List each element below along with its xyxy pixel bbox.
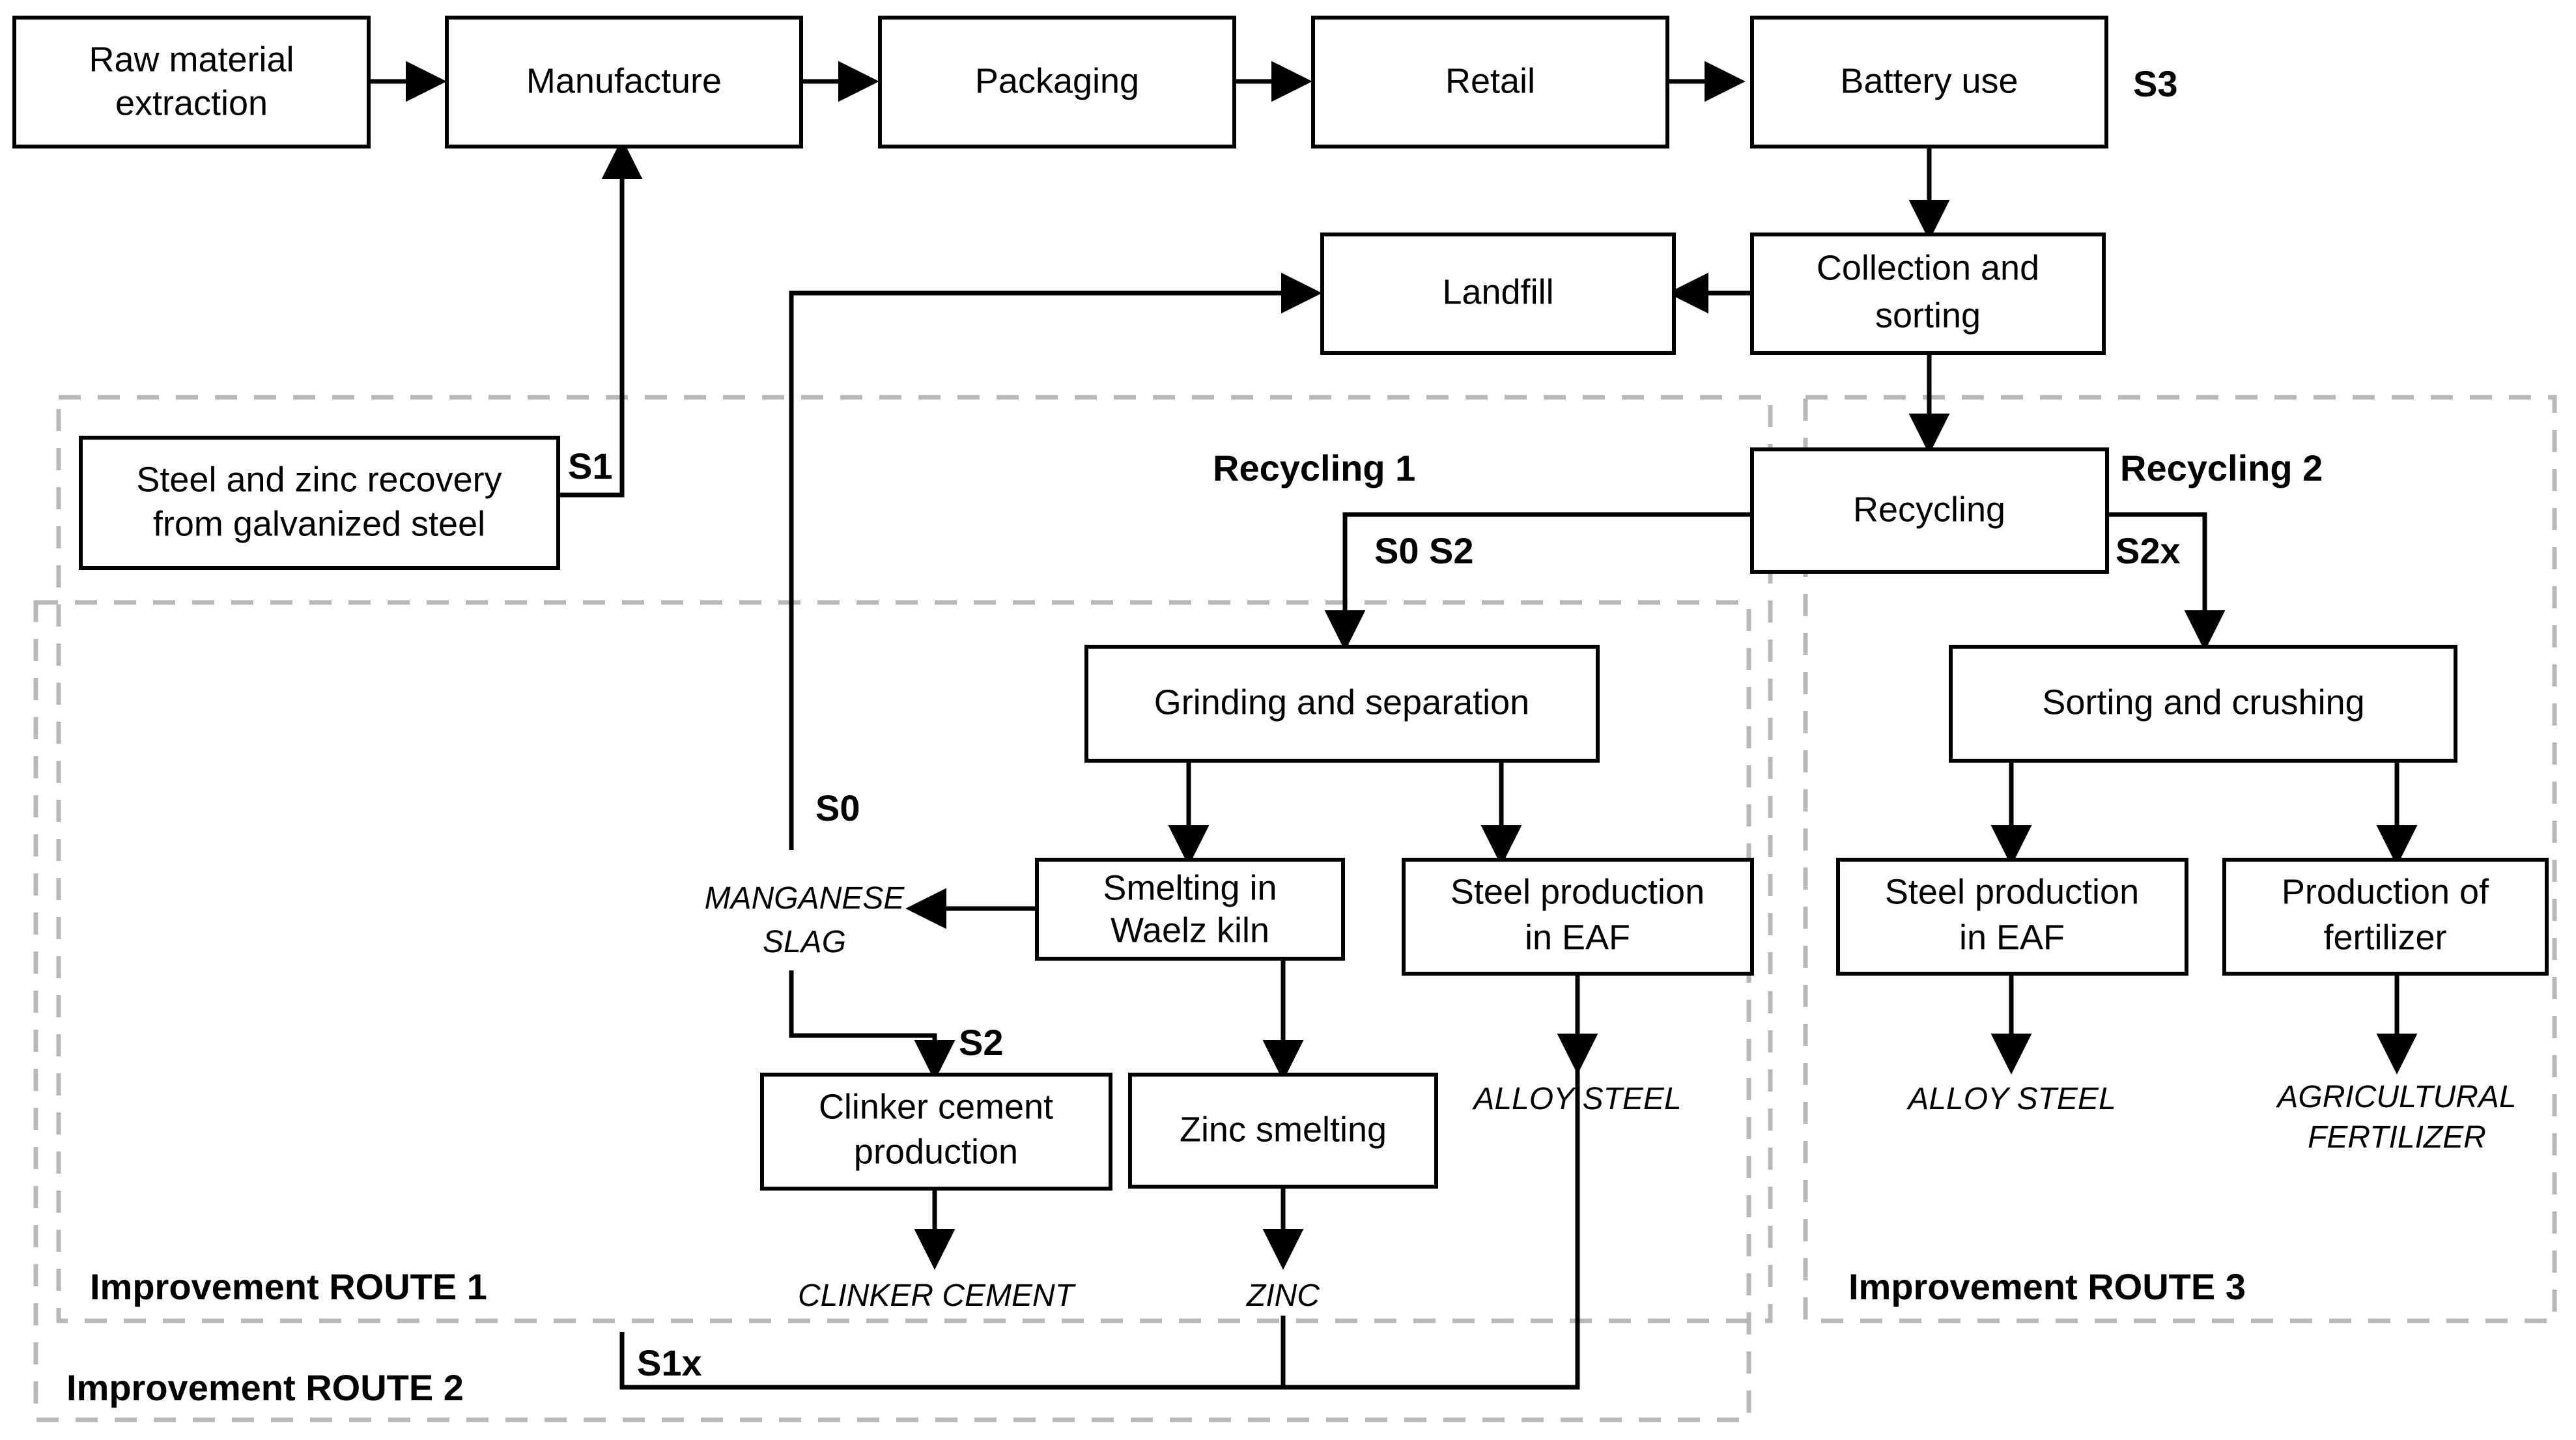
node-steel-production-in-eaf-route1[interactable]: Steel production in EAF <box>1402 858 1754 976</box>
output-manganese-slag-line2: SLAG <box>763 925 846 959</box>
node-label: Packaging <box>975 61 1139 100</box>
stream-tag-s1: S1 <box>568 445 613 487</box>
node-recycling[interactable]: Recycling <box>1750 447 2109 574</box>
node-label: Landfill <box>1442 272 1553 311</box>
node-clinker-cement-production[interactable]: Clinker cement production <box>760 1073 1112 1191</box>
node-label: Retail <box>1445 61 1535 100</box>
group-label-improvement-route-2: Improvement ROUTE 2 <box>66 1367 464 1408</box>
arrow-route-loop-to-landfill <box>789 272 1322 850</box>
node-production-of-fertilizer[interactable]: Production of fertilizer <box>2222 858 2549 976</box>
node-steel-production-in-eaf-route3[interactable]: Steel production in EAF <box>1836 858 2188 976</box>
output-clinker-cement: CLINKER CEMENT <box>798 1278 1077 1313</box>
output-manganese-slag-line1: MANGANESE <box>705 881 905 916</box>
node-label: Battery use <box>1840 61 2018 100</box>
node-label: Grinding and separation <box>1154 683 1529 722</box>
stream-tag-s3: S3 <box>2133 63 2178 104</box>
arrow-s1x-return-loop <box>619 1068 1580 1390</box>
node-label: fertilizer <box>2323 918 2446 957</box>
node-label: Raw material <box>89 40 294 79</box>
node-sorting-and-crushing[interactable]: Sorting and crushing <box>1949 645 2457 763</box>
node-label: Waelz kiln <box>1111 911 1269 950</box>
node-label: from galvanized steel <box>153 504 485 543</box>
output-alloy-steel-route3: ALLOY STEEL <box>1906 1082 2116 1116</box>
arrow-recycling-to-sorting-crushing <box>2107 512 2226 651</box>
node-label: in EAF <box>1525 918 1630 957</box>
stream-tag-s0-s2: S0 S2 <box>1374 530 1474 571</box>
node-battery-use[interactable]: Battery use <box>1750 16 2108 148</box>
node-label: Collection and <box>1817 248 2039 287</box>
group-frame-improvement-route-1 <box>56 395 1773 1323</box>
node-label: production <box>854 1132 1018 1171</box>
output-agricultural-fertilizer-line1: AGRICULTURAL <box>2275 1080 2516 1114</box>
group-label-recycling-1: Recycling 1 <box>1213 447 1415 488</box>
stream-tag-s2x: S2x <box>2116 530 2181 571</box>
stream-tag-s0: S0 <box>815 787 860 828</box>
node-retail[interactable]: Retail <box>1311 16 1669 148</box>
node-label: Clinker cement <box>819 1087 1053 1126</box>
arrow-manganese-slag-to-clinker <box>789 970 955 1081</box>
node-label: Zinc smelting <box>1180 1110 1387 1149</box>
node-label: Steel production <box>1451 872 1705 911</box>
group-label-improvement-route-3: Improvement ROUTE 3 <box>1848 1266 2246 1307</box>
node-label: Sorting and crushing <box>2042 683 2364 722</box>
node-raw-material-extraction[interactable]: Raw material extraction <box>12 16 371 148</box>
stream-tag-s1x: S1x <box>637 1342 702 1383</box>
node-smelting-in-waelz-kiln[interactable]: Smelting in Waelz kiln <box>1035 858 1345 961</box>
group-frame-improvement-route-2 <box>33 600 1751 1422</box>
node-label: in EAF <box>1959 918 2065 957</box>
node-label: sorting <box>1875 296 1981 335</box>
node-label: Steel and zinc recovery <box>136 460 502 499</box>
node-packaging[interactable]: Packaging <box>878 16 1236 148</box>
node-label: Manufacture <box>526 61 722 100</box>
node-grinding-and-separation[interactable]: Grinding and separation <box>1084 645 1600 763</box>
arrow-recycling-to-grinding <box>1324 512 1752 651</box>
node-steel-and-zinc-recovery[interactable]: Steel and zinc recovery from galvanized … <box>79 436 560 570</box>
node-label: Recycling <box>1853 490 2005 529</box>
node-label: Production of <box>2282 872 2489 911</box>
node-label: Smelting in <box>1103 868 1277 907</box>
output-zinc: ZINC <box>1246 1278 1320 1313</box>
output-agricultural-fertilizer-line2: FERTILIZER <box>2308 1120 2486 1155</box>
group-frame-improvement-route-3 <box>1803 395 2557 1323</box>
node-zinc-smelting[interactable]: Zinc smelting <box>1128 1073 1438 1189</box>
node-label: extraction <box>115 83 268 122</box>
group-label-improvement-route-1: Improvement ROUTE 1 <box>90 1266 487 1307</box>
node-manufacture[interactable]: Manufacture <box>445 16 803 148</box>
node-landfill[interactable]: Landfill <box>1320 233 1676 355</box>
node-collection-and-sorting[interactable]: Collection and sorting <box>1750 233 2106 355</box>
stream-tag-s2: S2 <box>959 1022 1004 1063</box>
group-label-recycling-2: Recycling 2 <box>2120 447 2323 488</box>
node-label: Steel production <box>1885 872 2139 911</box>
output-alloy-steel-route1: ALLOY STEEL <box>1471 1082 1681 1116</box>
arrow-steel-zinc-recovery-to-manufacture <box>558 138 643 498</box>
